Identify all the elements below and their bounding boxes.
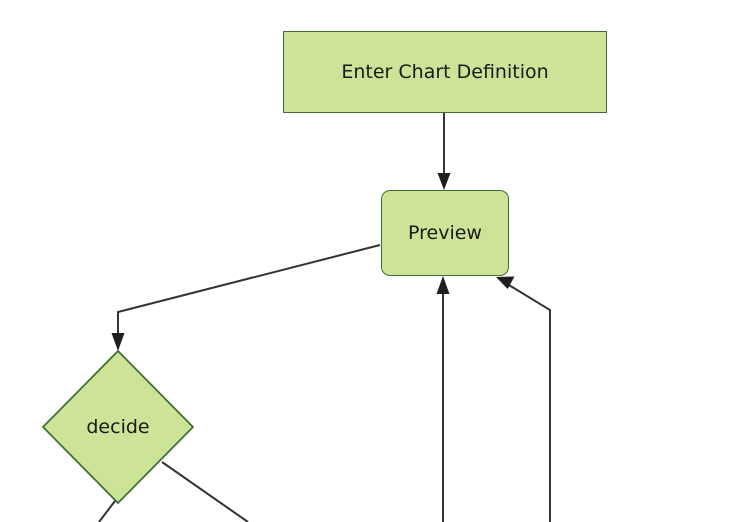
edge-decide-out-bottom — [98, 500, 116, 522]
node-enter-chart-definition[interactable]: Enter Chart Definition — [283, 31, 607, 113]
arrow-head-icon — [111, 333, 125, 351]
edge-enter-to-preview — [437, 113, 451, 190]
node-preview[interactable]: Preview — [381, 190, 509, 276]
node-label: Preview — [408, 221, 482, 244]
edge-decide-out-right — [161, 461, 249, 522]
edge-return-right-to-preview — [496, 276, 551, 522]
edge-return-center-to-preview — [436, 276, 450, 522]
node-label: Enter Chart Definition — [341, 60, 549, 83]
arrow-head-icon — [496, 276, 515, 289]
arrow-head-icon — [436, 276, 450, 294]
arrow-head-icon — [437, 173, 451, 190]
edge-preview-to-decide — [111, 244, 381, 351]
